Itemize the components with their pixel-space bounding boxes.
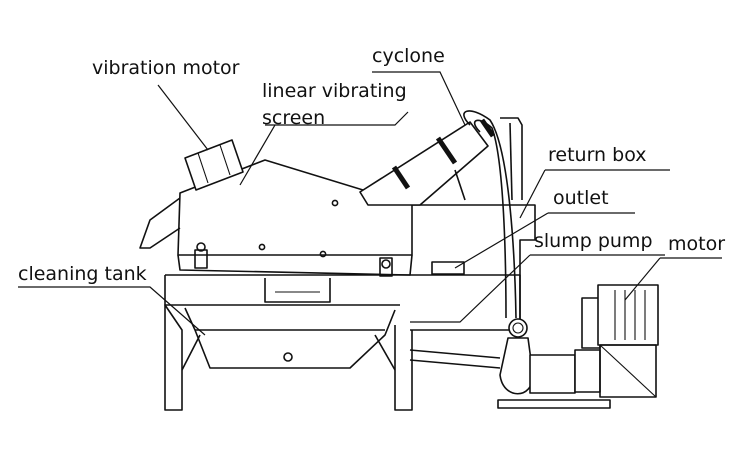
drive-motor bbox=[581, 284, 659, 398]
leader-slump-pump bbox=[410, 254, 531, 323]
right-brace bbox=[374, 334, 396, 371]
machine-frame bbox=[164, 274, 521, 411]
pump-outlet-flange bbox=[508, 318, 528, 338]
frame-top-beam bbox=[165, 274, 521, 331]
right-leg bbox=[394, 325, 413, 411]
cyclone bbox=[359, 118, 496, 206]
pump-casing bbox=[499, 337, 534, 395]
support-bolt-right bbox=[381, 259, 391, 269]
labels: vibration motor linear vibrating screen … bbox=[18, 45, 725, 285]
label-outlet: outlet bbox=[553, 187, 609, 209]
leader-screen bbox=[239, 124, 276, 186]
vibration-motor-body bbox=[184, 139, 244, 191]
leader-screen-underline bbox=[265, 111, 409, 126]
pump-coupling bbox=[574, 349, 601, 393]
tank-drain bbox=[283, 352, 293, 362]
underflow-chute bbox=[264, 278, 331, 303]
spring-support-left bbox=[194, 249, 208, 269]
feed-chute bbox=[139, 197, 181, 249]
return-box bbox=[412, 204, 536, 330]
frame-rail bbox=[164, 275, 400, 306]
label-return-box: return box bbox=[548, 144, 646, 166]
vibration-motor bbox=[184, 139, 244, 191]
label-motor: motor bbox=[668, 233, 725, 255]
panel-bolt bbox=[258, 243, 266, 251]
cyclone-band bbox=[391, 165, 411, 190]
overflow-pipe-inner bbox=[509, 122, 513, 201]
suction-pipe-top bbox=[409, 349, 501, 359]
label-slump-pump: slump pump bbox=[534, 230, 653, 252]
spring-support-right bbox=[379, 257, 393, 277]
label-cyclone: cyclone bbox=[372, 45, 445, 67]
motor-rib bbox=[197, 152, 209, 184]
motor-rib bbox=[219, 144, 231, 176]
left-leg bbox=[164, 304, 183, 411]
label-vibration-motor: vibration motor bbox=[92, 57, 240, 79]
pump-outlet-inner bbox=[512, 322, 524, 334]
panel-bolt bbox=[319, 250, 327, 258]
label-cleaning-tank: cleaning tank bbox=[18, 263, 147, 285]
leader-return-box bbox=[519, 169, 546, 219]
leader-outlet bbox=[454, 212, 549, 269]
motor-frame bbox=[599, 344, 657, 398]
leader-cyclone bbox=[372, 71, 466, 126]
label-linear-vibrating: linear vibrating bbox=[262, 80, 407, 102]
cleaning-tank bbox=[184, 307, 396, 369]
cyclone-band bbox=[435, 136, 458, 165]
outlet-port bbox=[431, 261, 465, 275]
support-bolt-left bbox=[196, 242, 206, 252]
return-box-outline bbox=[412, 204, 536, 330]
cyclone-body bbox=[359, 121, 489, 206]
linear-vibrating-screen bbox=[139, 159, 413, 303]
motor-frame-brace bbox=[599, 344, 657, 398]
screen-bed bbox=[177, 254, 413, 276]
overflow-pipe bbox=[500, 117, 523, 200]
left-brace bbox=[181, 334, 201, 371]
leader-motor bbox=[624, 257, 661, 301]
leader-cleaning-tank bbox=[18, 286, 206, 336]
suction-pipe-bottom bbox=[409, 359, 501, 369]
pump-bearing bbox=[529, 354, 576, 394]
leader-vibration-motor bbox=[157, 84, 209, 151]
leader-lines bbox=[18, 71, 722, 336]
cyclone-underflow bbox=[454, 169, 466, 201]
slurry-pump bbox=[497, 318, 611, 409]
tank-body bbox=[184, 307, 396, 369]
motor-body bbox=[597, 284, 659, 346]
label-screen: screen bbox=[262, 107, 325, 129]
panel-bolt bbox=[331, 199, 339, 207]
pump-base bbox=[497, 399, 611, 409]
pipe-inner bbox=[474, 119, 507, 319]
